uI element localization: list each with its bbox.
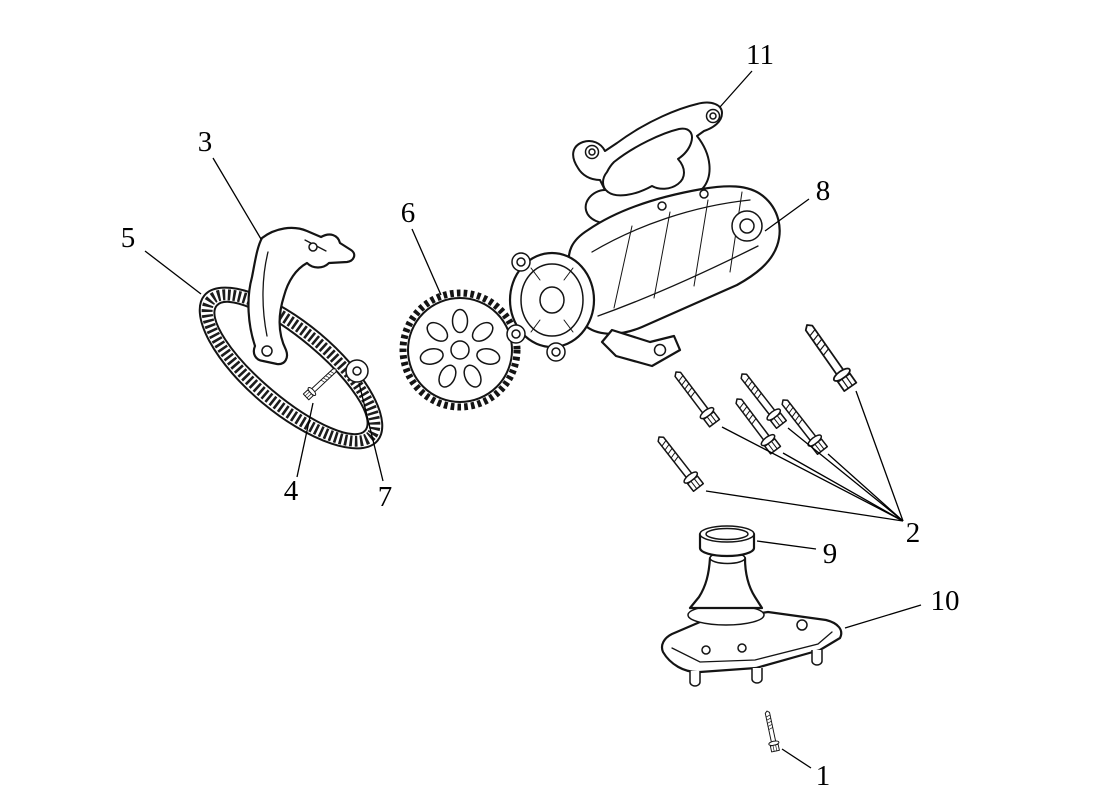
- mounting-bolt: [775, 394, 830, 457]
- pump-bracket-hole: [653, 343, 667, 357]
- leader-line-7: [358, 382, 384, 482]
- callout-label-9: 9: [823, 538, 838, 570]
- strainer-pan: [660, 610, 843, 674]
- leader-line-4: [296, 402, 314, 478]
- gasket-bolt-hole-inner: [709, 112, 717, 120]
- callout-label-3: 3: [198, 126, 213, 158]
- tensioner-bolt: [302, 364, 340, 402]
- sprocket-hole: [476, 347, 501, 365]
- pump-rib-top: [591, 199, 751, 253]
- leader-line-8: [764, 198, 810, 232]
- leader-line-1: [781, 748, 812, 769]
- strainer-bolt: [761, 709, 782, 753]
- callouts-layer: 1 2 3 4 5 6 7 8 9 10 11: [121, 39, 960, 792]
- callout-label-11: 11: [746, 39, 774, 71]
- callout-label-2: 2: [906, 517, 921, 549]
- leader-line-2: [705, 490, 904, 522]
- mounting-bolt: [651, 431, 706, 494]
- callout-label-8: 8: [816, 175, 831, 207]
- strainer-neck: [688, 556, 764, 610]
- chain-inner-edge: [213, 300, 369, 436]
- pump-cover-spokes: [530, 267, 574, 333]
- strainer-ear-hole: [796, 619, 808, 631]
- strainer-foot: [751, 668, 763, 684]
- sprocket-hole: [426, 321, 449, 342]
- callout-label-4: 4: [284, 475, 299, 507]
- pump-cover-hub: [539, 286, 565, 314]
- strainer-foot: [689, 671, 701, 687]
- drive-chain: [198, 286, 384, 450]
- pump-boss-hole: [739, 218, 755, 234]
- leader-line-2: [855, 390, 904, 522]
- sprocket-hole: [438, 364, 457, 388]
- pump-stud: [657, 201, 667, 211]
- callout-label-6: 6: [401, 197, 416, 229]
- leader-line-5: [144, 250, 202, 295]
- pump-bracket: [600, 328, 682, 368]
- collar-top-inner: [705, 527, 749, 541]
- strainer-rivet: [701, 645, 711, 655]
- pump-cover-ear-hole: [516, 257, 526, 267]
- tensioner-pivot-hole: [261, 345, 273, 357]
- strainer-foot: [811, 650, 823, 666]
- pump-cover-ear-hole: [551, 347, 561, 357]
- strainer-rivet: [737, 643, 747, 653]
- oil-pump-assembly: [506, 185, 781, 368]
- tensioner-inner-line: [262, 251, 269, 337]
- mounting-bolt: [668, 366, 722, 429]
- leader-line-2: [782, 452, 904, 522]
- washer-hole: [352, 366, 362, 376]
- callout-label-10: 10: [931, 585, 960, 617]
- sprocket-hole: [419, 347, 444, 365]
- washer: [345, 359, 369, 383]
- tensioner-head-hole: [308, 242, 318, 252]
- pump-rib-bottom: [597, 245, 759, 317]
- leader-line-2: [827, 453, 904, 522]
- leader-line-11: [719, 70, 753, 108]
- sprocket-center-bore: [450, 340, 470, 360]
- callout-label-7: 7: [378, 481, 393, 513]
- tensioner-body: [247, 226, 356, 366]
- leader-line-9: [756, 540, 817, 550]
- pump-stud: [699, 189, 709, 199]
- mounting-bolt: [734, 368, 789, 431]
- strainer-pan-rim: [671, 631, 833, 663]
- oil-strainer: [660, 551, 843, 687]
- leader-line-3: [212, 157, 262, 240]
- gasket-bolt-hole-inner: [588, 148, 596, 156]
- pump-ribs-vertical: [613, 191, 743, 309]
- mounting-bolts: [651, 318, 859, 494]
- leader-line-2: [721, 426, 904, 522]
- callout-label-5: 5: [121, 222, 136, 254]
- sprocket-hole: [451, 308, 469, 334]
- callout-label-1: 1: [816, 760, 831, 792]
- sprocket-hole: [463, 364, 482, 388]
- leader-line-6: [411, 228, 442, 296]
- leader-line-10: [844, 604, 922, 629]
- sprocket-hole: [471, 321, 494, 342]
- mounting-bolt: [798, 318, 859, 394]
- chain-tensioner-guide: [247, 226, 356, 366]
- pump-cover-ear-hole: [511, 329, 521, 339]
- leader-line-2: [787, 427, 904, 522]
- inlet-collar: [698, 525, 756, 558]
- pump-body: [567, 185, 781, 335]
- chain-outer-edge: [198, 286, 384, 450]
- pump-sprocket: [399, 289, 521, 411]
